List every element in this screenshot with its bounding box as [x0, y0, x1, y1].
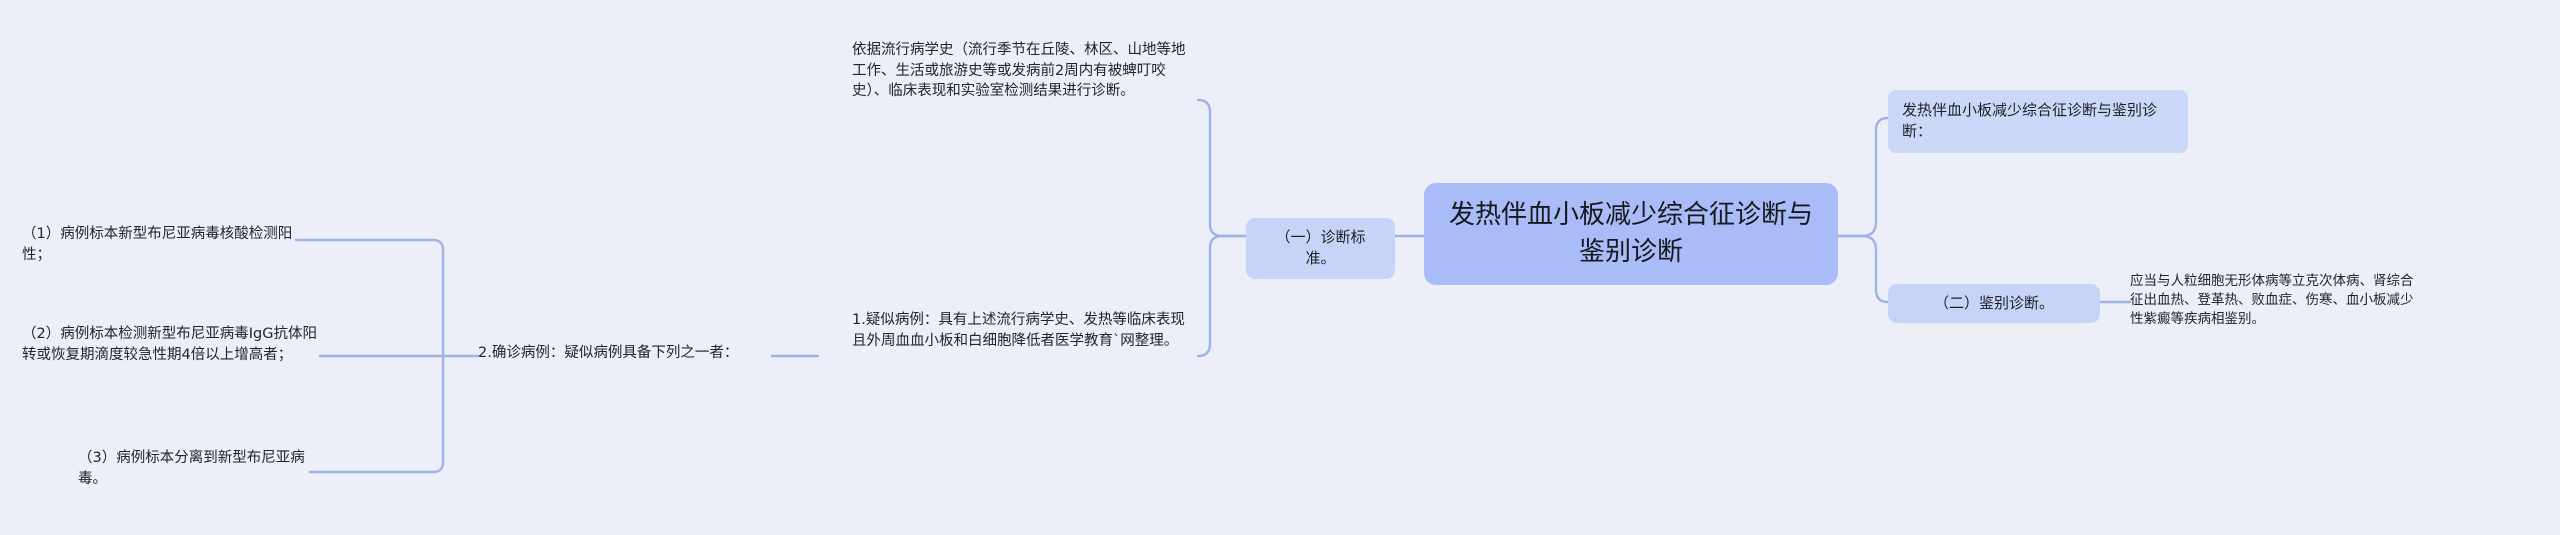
diagnostic-criteria-node[interactable]: （一）诊断标准。 — [1246, 218, 1395, 279]
link-root-to-differential — [1836, 234, 1890, 304]
link-item-3 — [308, 460, 445, 474]
link-item-1 — [294, 238, 445, 252]
right-topic-node[interactable]: 发热伴血小板减少综合征诊断与鉴别诊断： — [1888, 90, 2188, 153]
confirmed-case-item-3: （3）病例标本分离到新型布尼亚病毒。 — [78, 450, 305, 487]
confirmed-case-item-2: （2）病例标本检测新型布尼亚病毒IgG抗体阳转或恢复期滴度较急性期4倍以上增高者… — [22, 326, 317, 363]
link-root-to-topic — [1836, 116, 1890, 238]
diagnostic-basis-text: 依据流行病学史（流行季节在丘陵、林区、山地等地工作、生活或旅游史等或发病前2周内… — [852, 42, 1186, 100]
confirmed-case-node[interactable]: 2.确诊病例：疑似病例具备下列之一者： — [478, 345, 739, 361]
differential-diagnosis-detail: 应当与人粒细胞无形体病等立克次体病、肾综合征出血热、登革热、败血症、伤寒、血小板… — [2130, 273, 2414, 328]
root-node[interactable]: 发热伴血小板减少综合征诊断与鉴别诊断 — [1424, 183, 1838, 285]
confirmed-case-item-1: （1）病例标本新型布尼亚病毒核酸检测阳性； — [22, 226, 293, 263]
link-criteria-to-suspected — [1196, 234, 1248, 358]
differential-diagnosis-node[interactable]: （二）鉴别诊断。 — [1888, 284, 2100, 324]
link-criteria-to-basis — [1196, 98, 1248, 238]
suspected-case-text: 1.疑似病例：具有上述流行病学史、发热等临床表现且外周血血小板和白细胞降低者医学… — [852, 312, 1185, 349]
